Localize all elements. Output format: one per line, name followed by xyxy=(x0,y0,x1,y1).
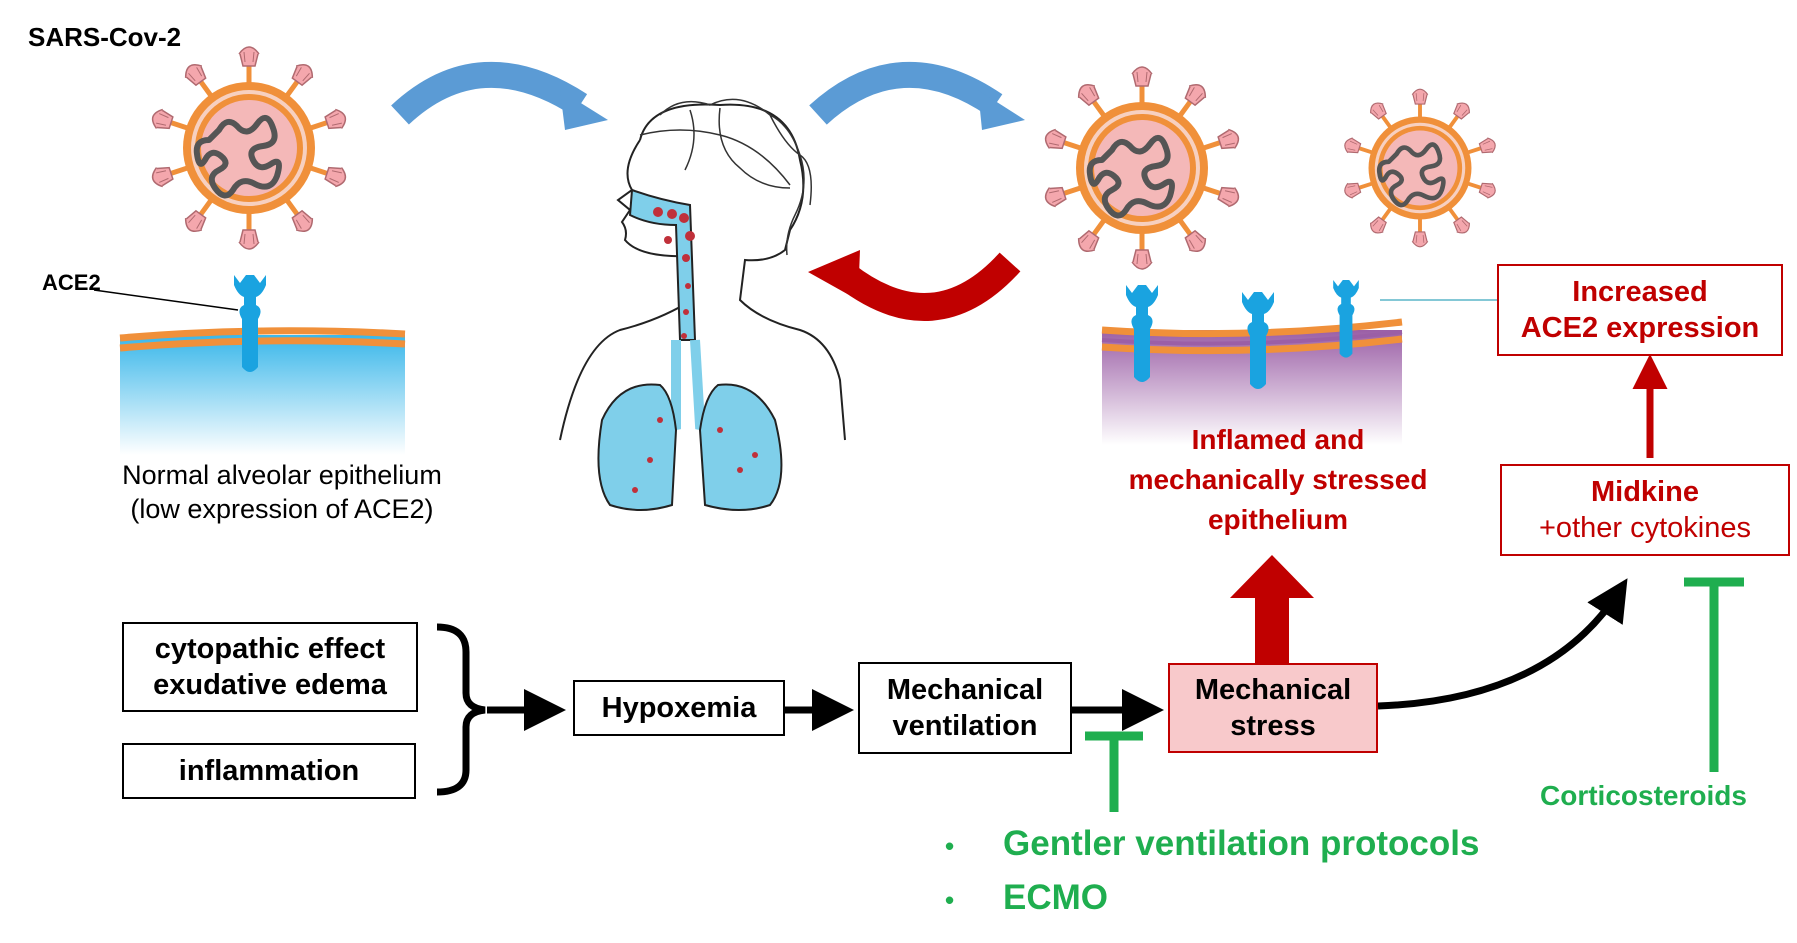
box-line: ACE2 expression xyxy=(1520,312,1760,344)
mechanical-ventilation-box: Mechanical ventilation xyxy=(858,662,1072,754)
box-line: ventilation xyxy=(892,710,1038,742)
inhibitor-tbar-cytokines xyxy=(1684,577,1744,772)
ace2-pointer-line xyxy=(93,289,239,311)
caption-line: Inflamed and xyxy=(1191,424,1365,455)
midkine-box: Midkine +other cytokines xyxy=(1500,464,1790,556)
virus-icon xyxy=(1043,67,1241,269)
ace2-label: ACE2 xyxy=(42,270,101,295)
inhibitor-tbar-ventilation xyxy=(1085,731,1143,812)
intervention-label: ECMO xyxy=(1003,877,1108,917)
caption-line: (low expression of ACE2) xyxy=(130,494,434,524)
box-line: Mechanical xyxy=(1194,674,1352,706)
blue-arrowhead xyxy=(560,90,608,130)
brace xyxy=(436,623,486,796)
box-line: Midkine xyxy=(1591,476,1699,508)
cytopathic-effect-box: cytopathic effect exudative edema xyxy=(122,622,418,712)
bullet-icon: • xyxy=(945,884,955,915)
virus-icon xyxy=(150,47,348,249)
inflamed-epithelium-caption: Inflamed and mechanically stressed epith… xyxy=(1098,420,1458,540)
red-arrowhead xyxy=(808,250,860,300)
red-curved-arrow xyxy=(836,252,1021,321)
intervention-label: Gentler ventilation protocols xyxy=(1003,824,1480,863)
caption-line: mechanically stressed xyxy=(1128,464,1428,495)
red-up-arrow xyxy=(1230,555,1314,668)
caption-line: epithelium xyxy=(1207,504,1348,535)
lungs-icon xyxy=(597,188,783,511)
intervention-list: • Gentler ventilation protocols • ECMO xyxy=(945,818,1479,926)
list-item: • ECMO xyxy=(945,872,1479,926)
inflamed-epithelium-illustration xyxy=(1101,280,1403,445)
mechanical-stress-box: Mechanical stress xyxy=(1168,663,1378,753)
flow-arrow-curved xyxy=(1377,578,1628,710)
normal-epithelium-caption: Normal alveolar epithelium (low expressi… xyxy=(102,458,462,526)
box-line: Increased xyxy=(1572,276,1708,308)
caption-line: Normal alveolar epithelium xyxy=(122,460,442,490)
diagram-title: SARS-Cov-2 xyxy=(28,22,182,52)
blue-arrowhead xyxy=(978,90,1025,130)
blue-curved-arrow xyxy=(391,61,588,125)
box-line: +other cytokines xyxy=(1539,512,1751,544)
list-item: • Gentler ventilation protocols xyxy=(945,818,1479,872)
blue-curved-arrow xyxy=(809,61,1003,125)
box-line: Mechanical xyxy=(886,674,1044,706)
increased-ace2-box: Increased ACE2 expression xyxy=(1497,264,1783,356)
hypoxemia-box: Hypoxemia xyxy=(573,680,785,736)
virus-icon xyxy=(1343,89,1498,247)
normal-epithelium-illustration xyxy=(119,275,406,455)
box-line: exudative edema xyxy=(153,669,387,701)
box-line: cytopathic effect xyxy=(154,633,386,665)
box-line: stress xyxy=(1230,710,1316,742)
inflammation-box: inflammation xyxy=(122,743,416,799)
corticosteroids-label: Corticosteroids xyxy=(1540,780,1747,811)
bullet-icon: • xyxy=(945,830,955,861)
